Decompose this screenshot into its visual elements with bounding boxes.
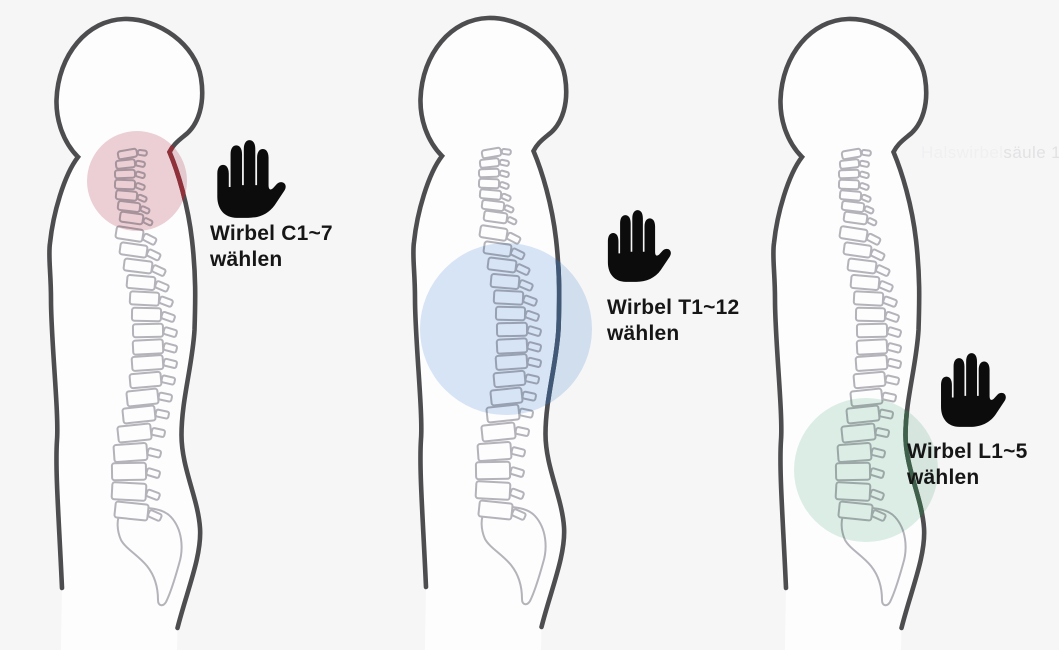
cervical-label-line1: Wirbel C1~7 bbox=[210, 222, 333, 245]
watermark-part2: säule 1 bbox=[1003, 143, 1059, 162]
thoracic-label: Wirbel T1~12 wählen bbox=[607, 295, 739, 347]
figure-lumbar bbox=[773, 19, 938, 650]
hand-select-icon bbox=[607, 210, 671, 282]
lumbar-label-line2: wählen bbox=[907, 466, 980, 489]
torso-spine-art bbox=[49, 19, 202, 650]
thoracic-label-line2: wählen bbox=[607, 322, 680, 345]
hand-select-icon bbox=[217, 140, 286, 218]
hand-select-icon bbox=[941, 353, 1006, 427]
torso-spine-art bbox=[773, 19, 926, 650]
cervical-label: Wirbel C1~7 wählen bbox=[210, 221, 333, 273]
thoracic-label-line1: Wirbel T1~12 bbox=[607, 296, 740, 319]
watermark-text: Halswirbelsäule 1 bbox=[921, 143, 1059, 163]
watermark-part1: Halswirbel bbox=[921, 143, 1004, 162]
figure-thoracic bbox=[413, 18, 592, 650]
lumbar-label-line1: Wirbel L1~5 bbox=[907, 440, 1028, 463]
cervical-label-line2: wählen bbox=[210, 248, 283, 271]
figure-cervical bbox=[49, 19, 202, 650]
lumbar-select-region[interactable] bbox=[794, 398, 938, 542]
cervical-select-region[interactable] bbox=[87, 131, 187, 231]
lumbar-label: Wirbel L1~5 wählen bbox=[907, 439, 1027, 491]
thoracic-select-region[interactable] bbox=[420, 243, 592, 415]
